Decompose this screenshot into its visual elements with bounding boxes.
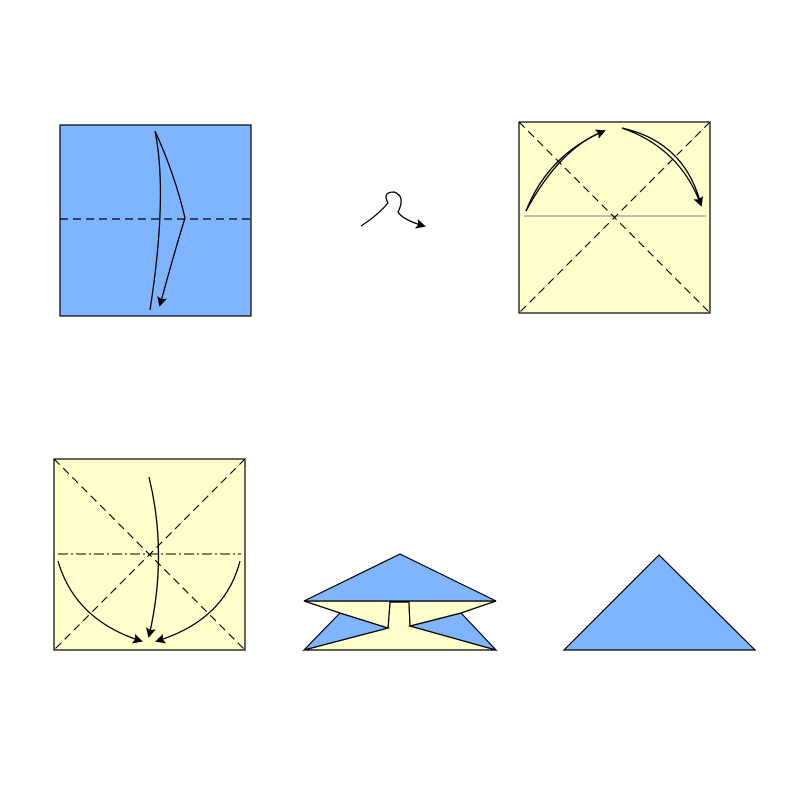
step-4-center-arrow [145,476,160,638]
step-1-colored-square [59,124,252,317]
step-5 [302,553,498,652]
step-3-right-fold-arrow-return [621,127,702,206]
step-6 [562,554,757,651]
step-3 [518,121,711,314]
step-2 [360,191,426,229]
turn-over-icon [360,191,426,229]
step-1-fold-arrow [154,130,186,307]
step-4-right-arrow [155,560,241,644]
step-5-middle-white-band [303,600,497,629]
step-5-top-colored-triangle [303,553,497,602]
step-3-right-fold-arrow [621,127,703,207]
step-1 [59,124,252,317]
step-3-left-fold-arrow-return [525,130,605,212]
step-1-fold-arrow-return [149,130,162,311]
step-3-diagonal-fold-2 [518,121,711,314]
step-4 [53,458,246,651]
step-6-finished-triangle [562,554,757,651]
step-4-left-arrow [57,560,143,644]
